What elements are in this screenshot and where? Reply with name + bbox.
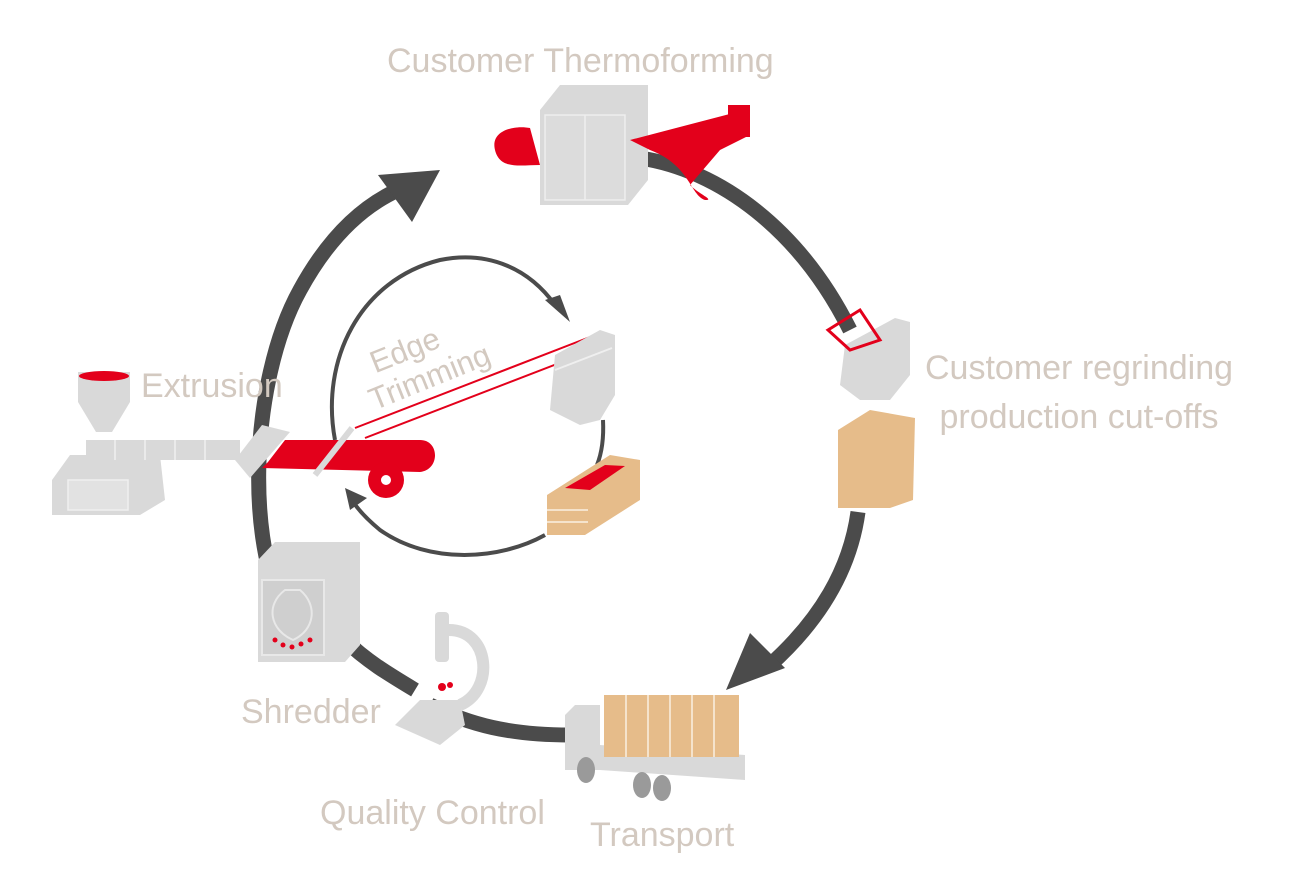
shredder-icon xyxy=(258,542,360,662)
outer-arrow-right xyxy=(764,510,866,671)
inner-loop xyxy=(329,255,606,557)
label-shredder: Shredder xyxy=(241,693,381,731)
arrowhead-down-left xyxy=(726,633,785,690)
label-quality-control: Quality Control xyxy=(320,794,545,832)
thermoforming-machine-icon xyxy=(494,85,750,205)
inner-arrow-right xyxy=(595,419,606,466)
extruder-icon xyxy=(52,371,290,515)
sheet-roll-icon xyxy=(262,336,591,498)
granulator-icon xyxy=(825,307,910,400)
microscope-icon xyxy=(395,612,490,745)
inner-arrowhead-top xyxy=(545,295,570,322)
edge-trimming-label: Edge Trimming xyxy=(364,320,496,417)
edge-trim-granulator-icon xyxy=(550,330,615,425)
inner-arrow-bottom xyxy=(350,498,546,557)
inner-arrowhead-bottom xyxy=(345,488,367,510)
label-transport: Transport xyxy=(590,816,735,854)
label-regrinding-line1: Customer regrinding xyxy=(925,349,1234,387)
label-regrinding-line2: production cut-offs xyxy=(939,398,1219,437)
inner-arrow-top xyxy=(329,255,557,441)
arrowhead-up-right xyxy=(378,170,440,222)
truck-icon xyxy=(565,695,745,801)
bigbag-icon xyxy=(838,410,915,508)
label-extrusion: Extrusion xyxy=(141,367,283,405)
crate-icon xyxy=(547,455,640,535)
label-customer-thermoforming: Customer Thermoforming xyxy=(387,42,774,80)
outer-arrow-top-right xyxy=(638,150,857,334)
label-customer-regrinding: Customer regrinding production cut-offs xyxy=(925,344,1233,443)
